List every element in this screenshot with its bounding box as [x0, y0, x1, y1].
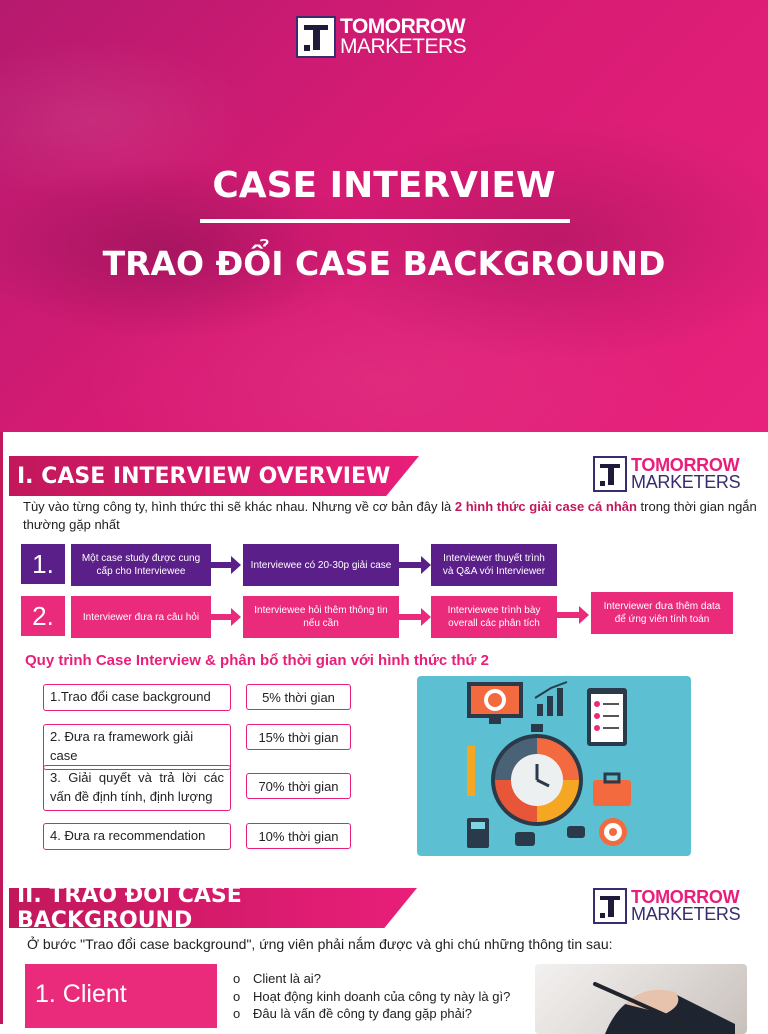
phase-2-time: 15% thời gian [246, 724, 351, 750]
intro-highlight: 2 hình thức giải case cá nhân [454, 499, 637, 514]
format-2-step-4: Interviewer đưa thêm data để ứng viên tí… [591, 592, 733, 634]
phase-3-time: 70% thời gian [246, 773, 351, 799]
logo-mark-icon [296, 16, 336, 58]
title-divider [200, 219, 570, 223]
time-management-illustration [417, 676, 691, 856]
client-label: 1. Client [25, 964, 217, 1028]
phase-4-label: 4. Đưa ra recommendation [43, 823, 231, 850]
bullet: o [233, 988, 241, 1004]
logo-word-top: TOMORROW [631, 886, 740, 907]
cover-logo: TOMORROW MARKETERS [296, 15, 467, 58]
format-2-step-3: Interviewee trình bày overall các phân t… [431, 596, 557, 638]
logo-mark-icon [593, 456, 627, 492]
section-heading: II. TRAO ĐỔI CASE BACKGROUND [9, 888, 417, 928]
phase-3-label: 3. Giải quyết và trả lời các vấn đề định… [43, 765, 231, 811]
format-1-step-1: Một case study được cung cấp cho Intervi… [71, 544, 211, 586]
list-item: o Client là ai? [233, 970, 510, 988]
background-logo: TOMORROW MARKETERS [593, 886, 741, 924]
cover-subtitle: TRAO ĐỔI CASE BACKGROUND [102, 244, 666, 283]
process-title: Quy trình Case Interview & phân bổ thời … [25, 652, 489, 669]
list-item: o Đâu là vấn đề công ty đang gặp phải? [233, 1005, 510, 1023]
logo-mark-icon [593, 888, 627, 924]
handshake-photo [535, 964, 747, 1034]
format-2-step-2: Interviewee hỏi thêm thông tin nếu cần [243, 596, 399, 638]
bullet: o [233, 971, 241, 986]
logo-word-top: TOMORROW [340, 15, 466, 39]
phase-2-label: 2. Đưa ra framework giải case [43, 724, 231, 770]
arrow-right-icon [397, 608, 431, 626]
intro-text-end: trong thời gian ngắn thường gặp nhất [23, 499, 757, 532]
bullet: o [233, 1006, 241, 1022]
phase-4-time: 10% thời gian [246, 823, 351, 849]
format-1-step-3: Interviewer thuyết trình và Q&A với Inte… [431, 544, 557, 586]
arrow-right-icon [555, 606, 589, 624]
logo-word-top: TOMORROW [631, 454, 740, 475]
cover-background-photo [0, 0, 768, 432]
cover-slide: TOMORROW MARKETERS CASE INTERVIEW TRAO Đ… [0, 0, 768, 432]
format-2-number: 2. [21, 596, 65, 636]
arrow-right-icon [207, 608, 241, 626]
cover-title: CASE INTERVIEW [212, 165, 556, 206]
stopwatch-illustration-icon [467, 681, 631, 848]
arrow-right-icon [207, 556, 241, 574]
background-intro: Ở bước "Trao đổi case background", ứng v… [27, 936, 613, 952]
question-text: Đâu là vấn đề công ty đang gặp phải? [253, 1006, 473, 1022]
format-2-step-1: Interviewer đưa ra câu hỏi [71, 596, 211, 638]
format-1-number: 1. [21, 544, 65, 584]
overview-logo: TOMORROW MARKETERS [593, 454, 741, 492]
format-1-step-2: Interviewee có 20-30p giải case [243, 544, 399, 586]
question-text: Hoạt động kinh doanh của công ty này là … [253, 988, 511, 1004]
case-background-slide: II. TRAO ĐỔI CASE BACKGROUND TOMORROW MA… [0, 864, 768, 1034]
logo-word-bottom: MARKETERS [631, 904, 741, 924]
logo-word-bottom: MARKETERS [631, 472, 741, 492]
logo-word-bottom: MARKETERS [340, 35, 467, 58]
list-item: o Hoạt động kinh doanh của công ty này là… [233, 988, 510, 1006]
section-heading: I. CASE INTERVIEW OVERVIEW [9, 456, 419, 496]
intro-text: Tùy vào từng công ty, hình thức thi sẽ k… [23, 499, 455, 514]
overview-intro: Tùy vào từng công ty, hình thức thi sẽ k… [23, 498, 763, 533]
question-text: Client là ai? [253, 971, 321, 986]
phase-1-label: 1.Trao đổi case background [43, 684, 231, 711]
arrow-right-icon [397, 556, 431, 574]
overview-slide: I. CASE INTERVIEW OVERVIEW TOMORROW MARK… [0, 432, 768, 864]
phase-1-time: 5% thời gian [246, 684, 351, 710]
